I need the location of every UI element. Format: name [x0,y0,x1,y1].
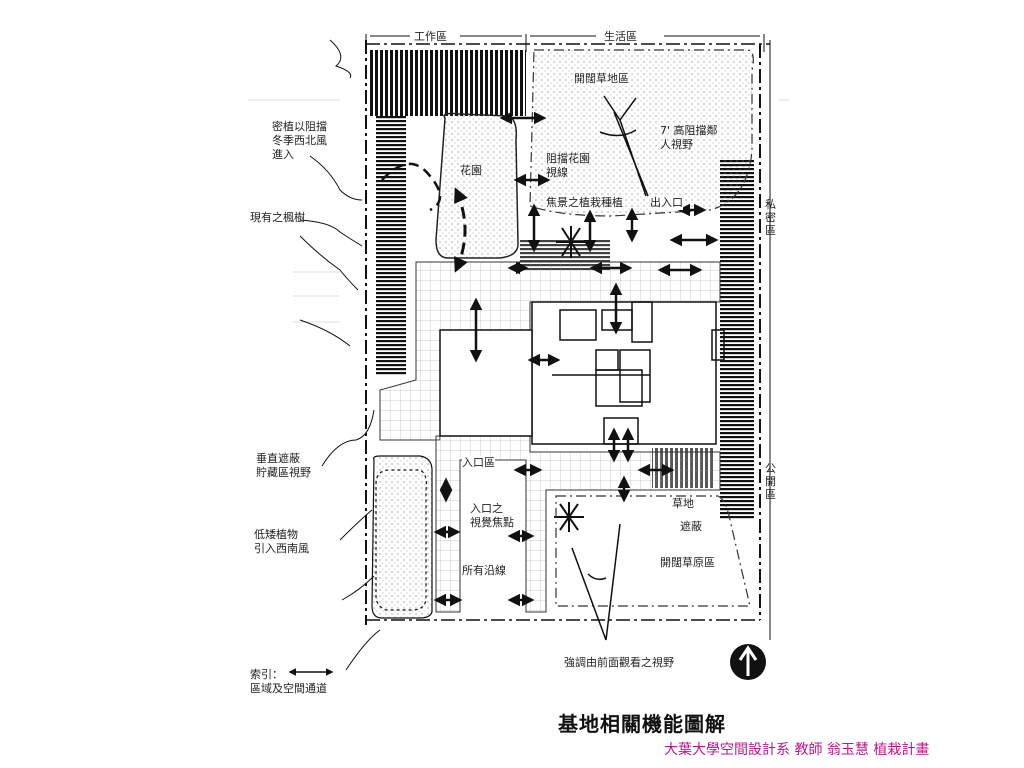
label-focal-planting: 焦景之植栽種植 [546,196,623,210]
view-cones [571,95,649,641]
focal-star-entry [554,502,584,532]
diagram-title: 基地相關機能圖解 [558,712,726,736]
windbreak-hatch-top [370,50,526,116]
garden-arc [454,187,468,273]
leader-lines [299,39,381,671]
note-screen-storage: 垂直遮蔽 貯藏區視野 [256,452,311,479]
label-work-area: 工作區 [414,30,447,43]
label-open-grass: 開闊草原區 [660,556,715,569]
note-windbreak: 密植以阻擋 冬季西北風 進入 [272,120,327,161]
legend-note: 索引： 區域及空間通道 [250,668,327,695]
label-public-area: 公開區 [765,462,776,501]
label-private-area: 私密區 [765,198,776,237]
circulation-arrows [433,111,719,607]
open-lawn-zone [529,49,754,217]
label-exit-entry: 出入口 [650,196,683,210]
front-lawn-zone [555,495,751,607]
windbreak-hatch-left [376,116,406,376]
background-scribbles [248,99,790,323]
entry-walk [435,435,721,613]
privacy-hatch-right [720,160,754,520]
label-emphasize-view: 強調由前面觀看之視野 [564,656,674,669]
zone-dimension-lines [370,35,771,520]
site-boundary [365,34,771,640]
slide-footer: 大葉大學空間設計系 教師 翁玉慧 植栽計畫 [664,742,930,758]
label-garden: 花園 [460,164,482,177]
label-entry-area: 入口區 [462,456,495,470]
maple-tree [381,162,442,212]
label-screen: 遮蔽 [680,520,702,533]
label-block-garden-view: 阻擋花園 視線 [546,152,590,179]
note-low-plants: 低矮植物 引入西南風 [254,528,309,555]
label-property-line: 所有沿線 [462,564,506,577]
house [439,301,725,445]
label-entry-focal: 入口之 視覺焦點 [470,502,514,530]
storage-area [371,455,433,619]
label-open-lawn: 開闊草地區 [574,72,629,86]
label-living-area: 生活區 [604,30,637,43]
note-maple: 現有之楓樹 [250,211,305,224]
label-high-screen: 7' 高阻擋鄰 人視野 [660,124,718,151]
label-lawn: 草地 [672,497,694,510]
garden-zone [435,112,519,259]
focal-star-garden [556,226,586,258]
north-arrow-icon [730,644,766,680]
